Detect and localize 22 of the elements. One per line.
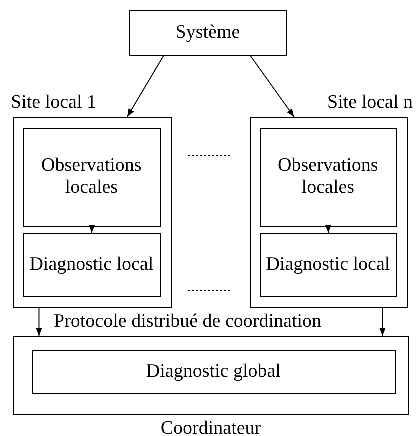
- process-box: [260, 128, 397, 227]
- process-box: [260, 232, 397, 297]
- box-label: Observations locales: [40, 155, 143, 200]
- box-label: Diagnostic global: [145, 360, 282, 383]
- system-box: [129, 10, 287, 56]
- arrow: [36, 308, 42, 336]
- protocol-label: Protocole distribué de coordination: [54, 311, 322, 333]
- box-label: Diagnostic local: [265, 254, 392, 276]
- arrow: [325, 225, 332, 234]
- box-label: Système: [174, 22, 242, 44]
- box-label: Diagnostic local: [28, 254, 155, 276]
- group-heading: Coordinateur: [160, 418, 262, 436]
- arrow: [380, 308, 386, 336]
- process-box: [22, 128, 161, 227]
- group-heading: Site local 1: [11, 92, 96, 114]
- box-label: Observations locales: [277, 155, 380, 200]
- group-heading: Site local n: [328, 92, 413, 114]
- process-box: [32, 350, 396, 394]
- arrow: [88, 225, 96, 234]
- arrow: [126, 56, 164, 118]
- arrow: [250, 56, 295, 118]
- process-box: [22, 232, 161, 297]
